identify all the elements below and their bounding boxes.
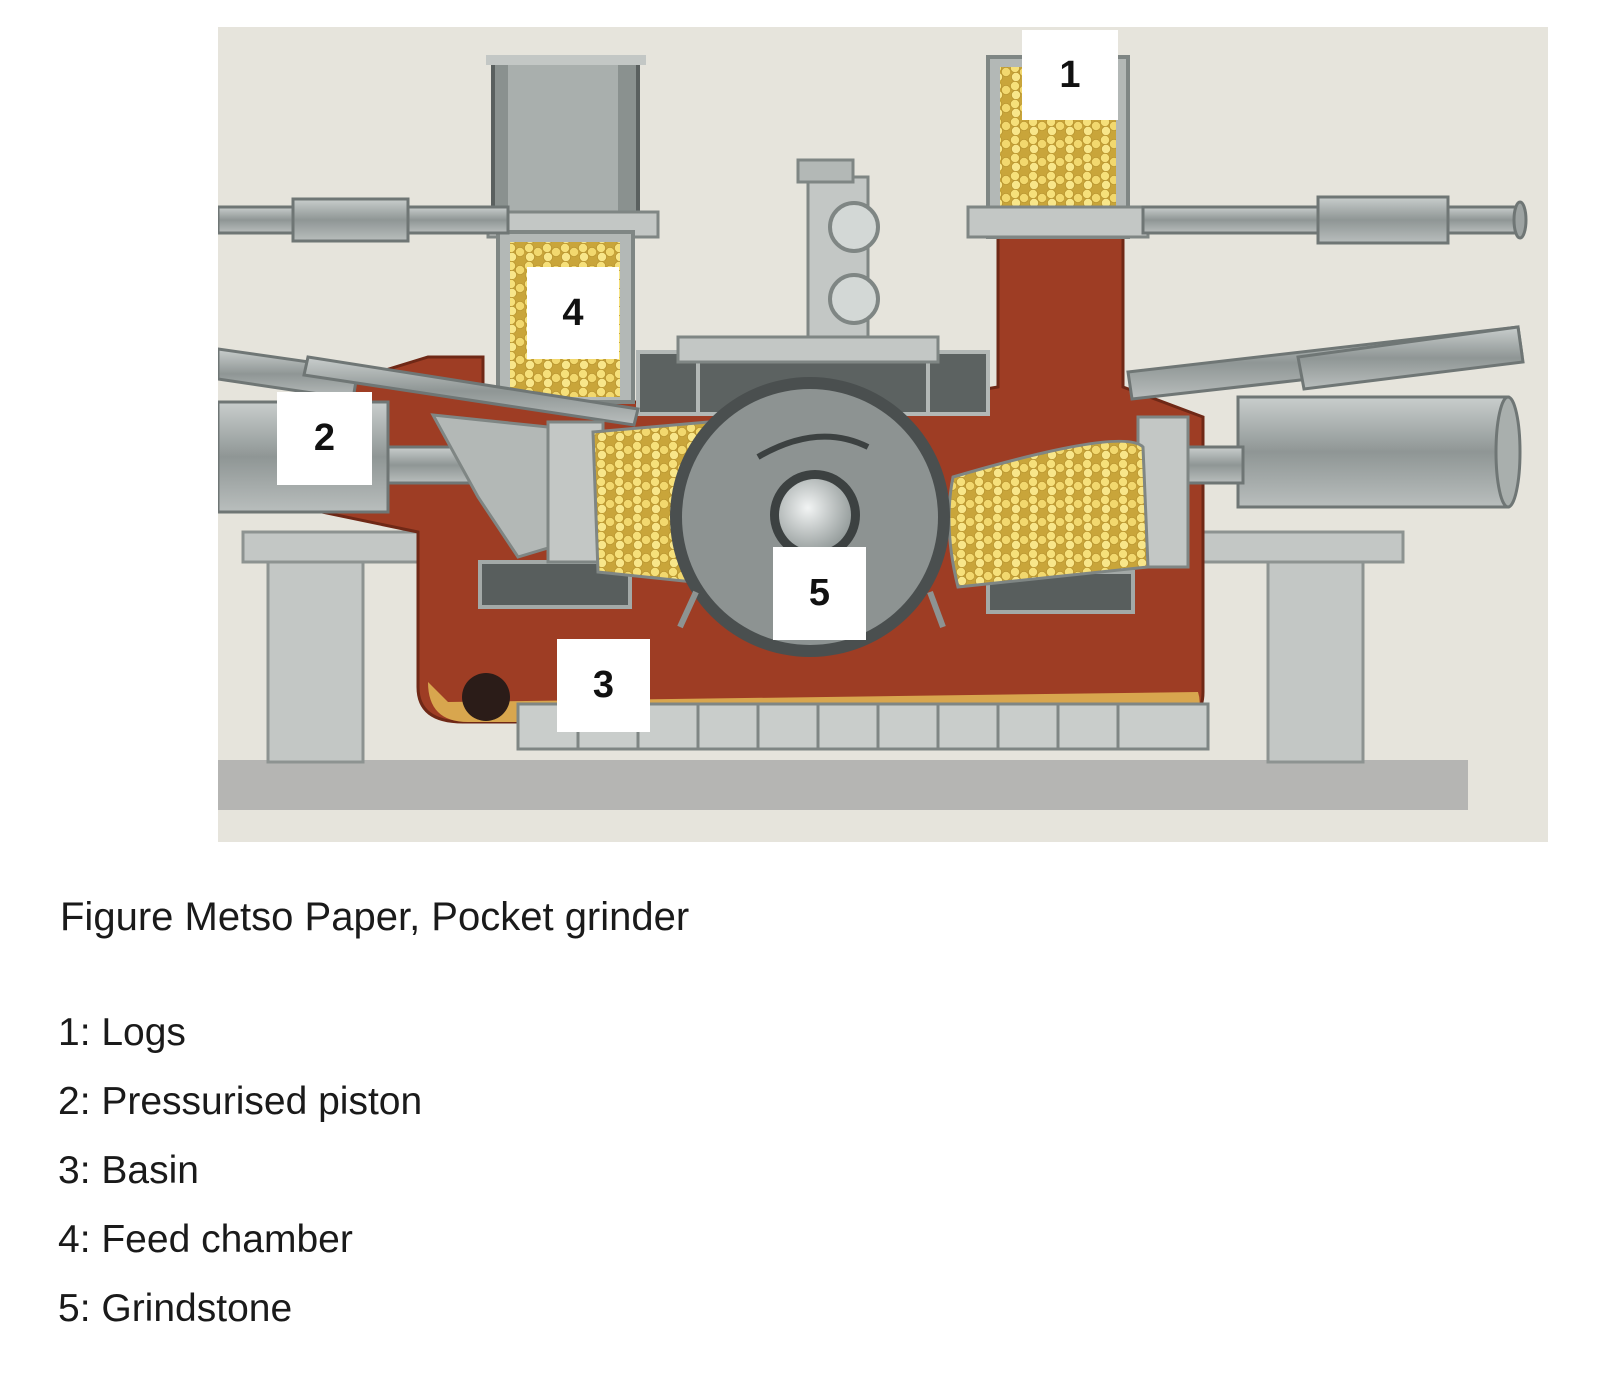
callout-1: 1: [1022, 30, 1118, 120]
callout-2: 2: [277, 392, 372, 485]
gear-drive: [676, 158, 940, 364]
legend-item: 2: Pressurised piston: [58, 1080, 423, 1123]
callout-4: 4: [527, 267, 619, 359]
legend-list: 1: Logs 2: Pressurised piston 3: Basin 4…: [58, 1010, 422, 1355]
legend-item: 5: Grindstone: [58, 1287, 293, 1330]
left-chute: [486, 55, 646, 219]
angled-cylinders: [218, 325, 1525, 427]
callout-5: 5: [773, 547, 866, 640]
legend-item: 4: Feed chamber: [58, 1218, 353, 1261]
base-plate: [218, 760, 1468, 810]
top-cylinders: [218, 195, 1528, 245]
support-pedestals: [241, 530, 1405, 764]
pocket-grinder-figure: 1 2 3 4 5: [218, 27, 1548, 842]
grindstone: [670, 377, 950, 657]
callout-3: 3: [557, 639, 650, 732]
legend-item: 3: Basin: [58, 1149, 199, 1192]
legend-item: 1: Logs: [58, 1011, 186, 1054]
figure-caption: Figure Metso Paper, Pocket grinder: [60, 895, 690, 939]
drain-outlet: [462, 673, 510, 721]
